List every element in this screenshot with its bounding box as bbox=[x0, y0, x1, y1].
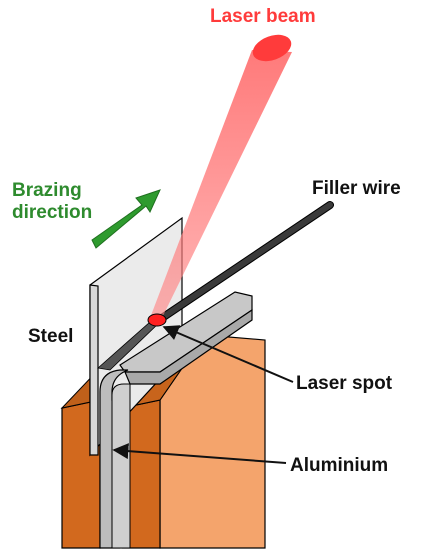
aluminium-channel bbox=[111, 383, 131, 549]
laser-spot-leader bbox=[162, 325, 294, 383]
aluminium-profile bbox=[99, 291, 253, 549]
laser-spot-marker bbox=[147, 313, 167, 327]
brazing-direction-label-line2: direction bbox=[12, 202, 92, 223]
filler-wire bbox=[152, 201, 334, 326]
laser-beam-label: Laser beam bbox=[210, 6, 316, 27]
laser-spot-label: Laser spot bbox=[296, 373, 393, 394]
brazing-direction-arrow bbox=[91, 189, 161, 249]
laser-beam-cone bbox=[150, 50, 292, 322]
steel-sheet-edge bbox=[89, 284, 99, 456]
aluminium-label: Aluminium bbox=[290, 455, 388, 476]
brazing-direction-label-line1: Brazing bbox=[12, 180, 82, 201]
filler-wire-label: Filler wire bbox=[312, 178, 401, 199]
aluminium-leader bbox=[112, 443, 287, 464]
laser-beam bbox=[150, 34, 292, 322]
laser-beam-end bbox=[252, 34, 292, 62]
steel-label: Steel bbox=[28, 326, 73, 347]
